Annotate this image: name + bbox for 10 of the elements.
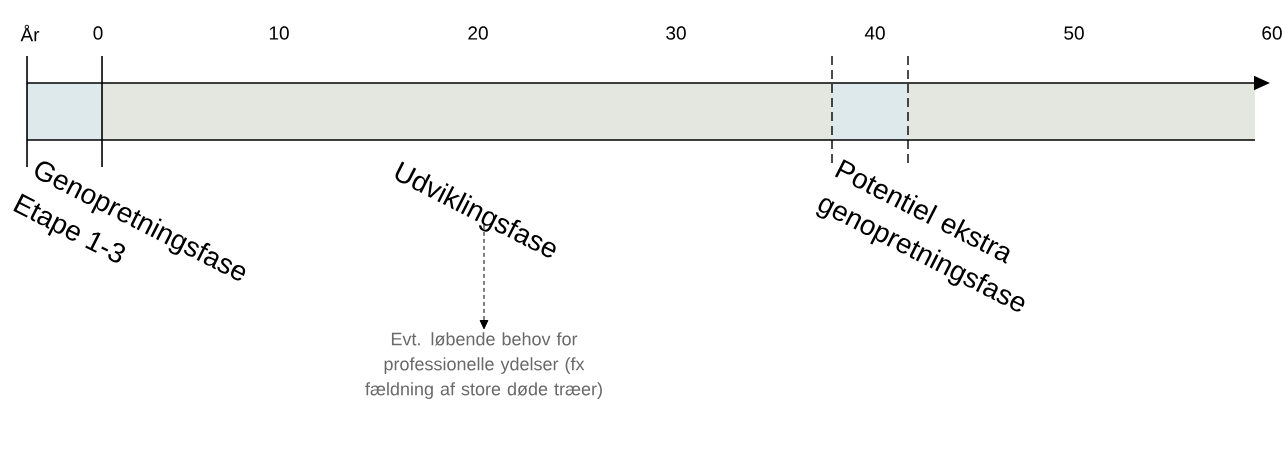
tick-label: 50 bbox=[1064, 26, 1084, 40]
tick-label: 60 bbox=[1262, 26, 1282, 40]
note-text: Evt. løbende behov for professionelle ydelser (fx fældning af store døde træer) bbox=[365, 332, 602, 399]
tick-label: 10 bbox=[269, 26, 289, 40]
tick-label: 0 bbox=[93, 26, 103, 40]
axis-label: År bbox=[20, 24, 40, 42]
tick-label: 20 bbox=[468, 26, 488, 40]
tick-label: 40 bbox=[864, 26, 885, 40]
tick-label: 30 bbox=[666, 26, 686, 40]
arrow bbox=[479, 224, 489, 330]
